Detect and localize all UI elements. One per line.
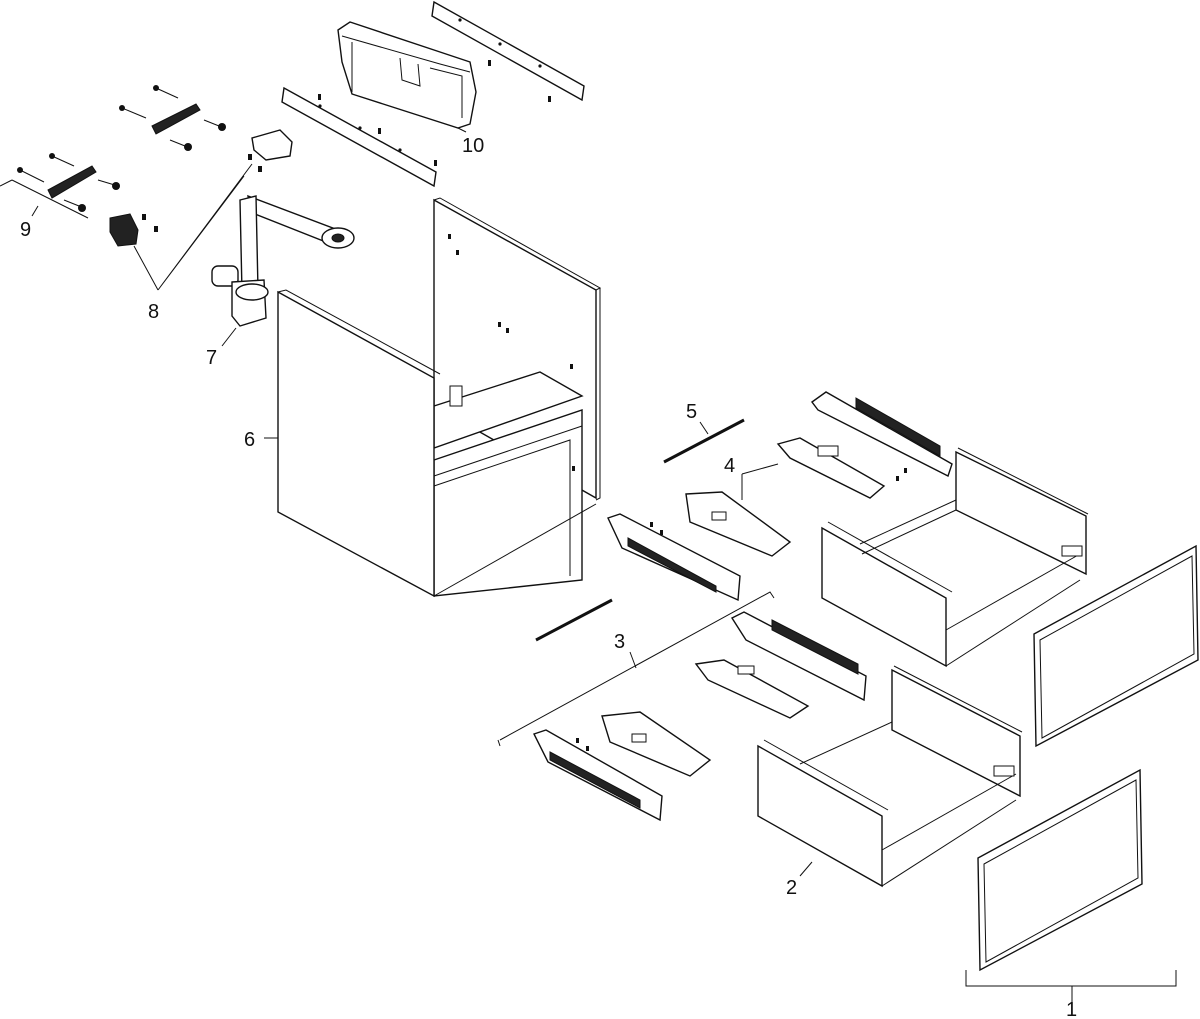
callout-8: 8 bbox=[148, 301, 159, 323]
drawer-runner-lower-left bbox=[533, 711, 712, 822]
rear-mounting-strip-lower bbox=[281, 86, 437, 188]
rear-mounting-strip-upper bbox=[431, 0, 585, 102]
drawer-runner-upper-right bbox=[776, 391, 953, 499]
wall-bracket-lower bbox=[17, 153, 120, 212]
mounting-clip-left bbox=[109, 213, 158, 247]
storage-tray-part bbox=[337, 21, 477, 129]
callout-9: 9 bbox=[20, 219, 31, 241]
callout-6: 6 bbox=[244, 429, 255, 451]
callout-1: 1 bbox=[1066, 999, 1077, 1019]
drawer-runner-upper-left bbox=[607, 491, 792, 602]
drawer-connecting-rod-lower bbox=[535, 598, 613, 642]
siphon-drain-part bbox=[211, 194, 355, 327]
vanity-cabinet-body bbox=[277, 197, 602, 598]
wall-bracket-upper bbox=[119, 85, 226, 151]
callout-5: 5 bbox=[686, 401, 697, 423]
drawer-box-lower bbox=[757, 665, 1023, 888]
callout-4: 4 bbox=[724, 455, 735, 477]
drawer-connecting-rod-upper bbox=[663, 418, 745, 464]
callout-10: 10 bbox=[462, 135, 484, 157]
drawer-front-panel-upper bbox=[1033, 544, 1199, 748]
callout-3: 3 bbox=[614, 631, 625, 653]
drawer-runner-lower-right bbox=[694, 611, 867, 719]
callout-2: 2 bbox=[786, 877, 797, 899]
mounting-clip-right bbox=[248, 129, 293, 172]
drawer-front-panel-lower bbox=[977, 768, 1143, 972]
callout-7: 7 bbox=[206, 347, 217, 369]
drawer-box-upper bbox=[821, 447, 1089, 668]
part-1-bracket bbox=[965, 970, 1177, 1002]
